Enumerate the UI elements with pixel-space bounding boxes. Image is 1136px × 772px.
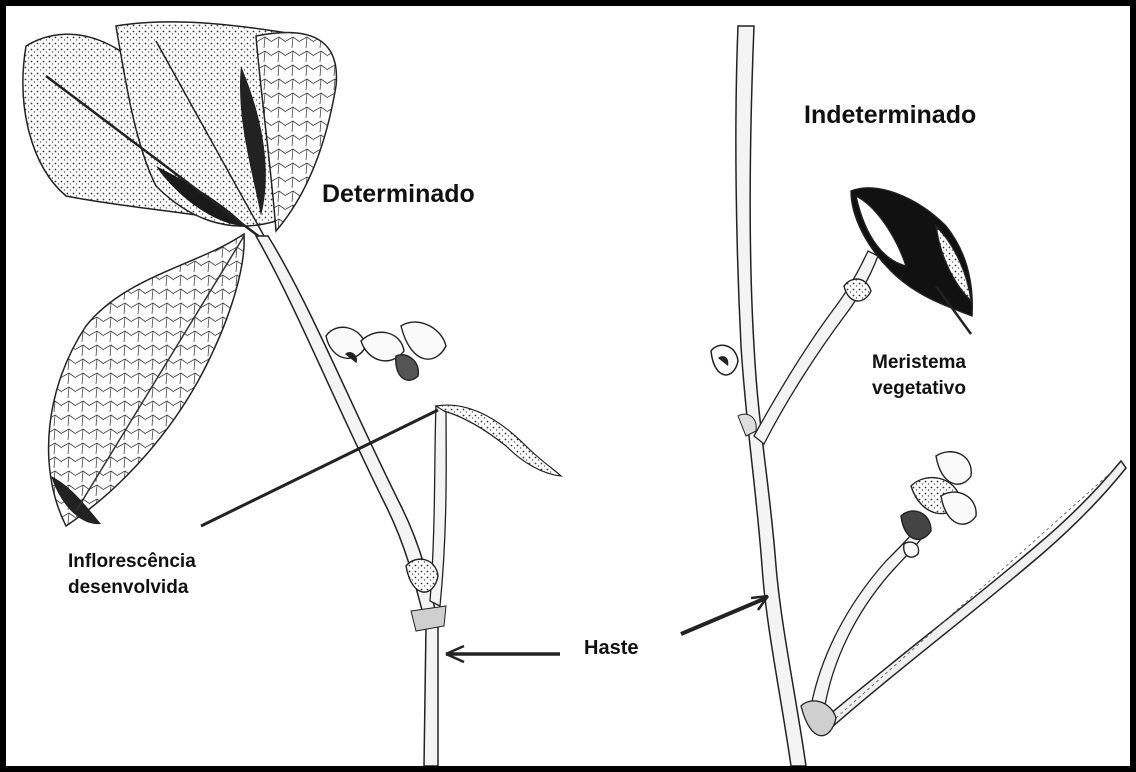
inflorescence-label-line1: Inflorescência — [68, 549, 196, 575]
inflorescence-flowers — [326, 322, 446, 380]
indeterminate-title: Indeterminado — [804, 99, 976, 133]
haste-arrow-right — [681, 598, 766, 634]
determinate-plant — [23, 22, 561, 766]
lower-left-leaf — [49, 234, 245, 526]
inflorescence-label-line2: desenvolvida — [68, 575, 196, 601]
determinate-title: Determinado — [322, 178, 475, 212]
meristem-label-line1: Meristema — [872, 350, 966, 376]
haste-label: Haste — [584, 635, 638, 662]
meristem-label: Meristema vegetativo — [872, 350, 966, 401]
meristem-label-line2: vegetativo — [872, 376, 966, 402]
determinate-main-stem — [256, 236, 438, 766]
indeterminate-main-stem — [736, 26, 806, 766]
determinate-node-bud — [406, 559, 438, 592]
inflorescence-label: Inflorescência desenvolvida — [68, 549, 196, 600]
